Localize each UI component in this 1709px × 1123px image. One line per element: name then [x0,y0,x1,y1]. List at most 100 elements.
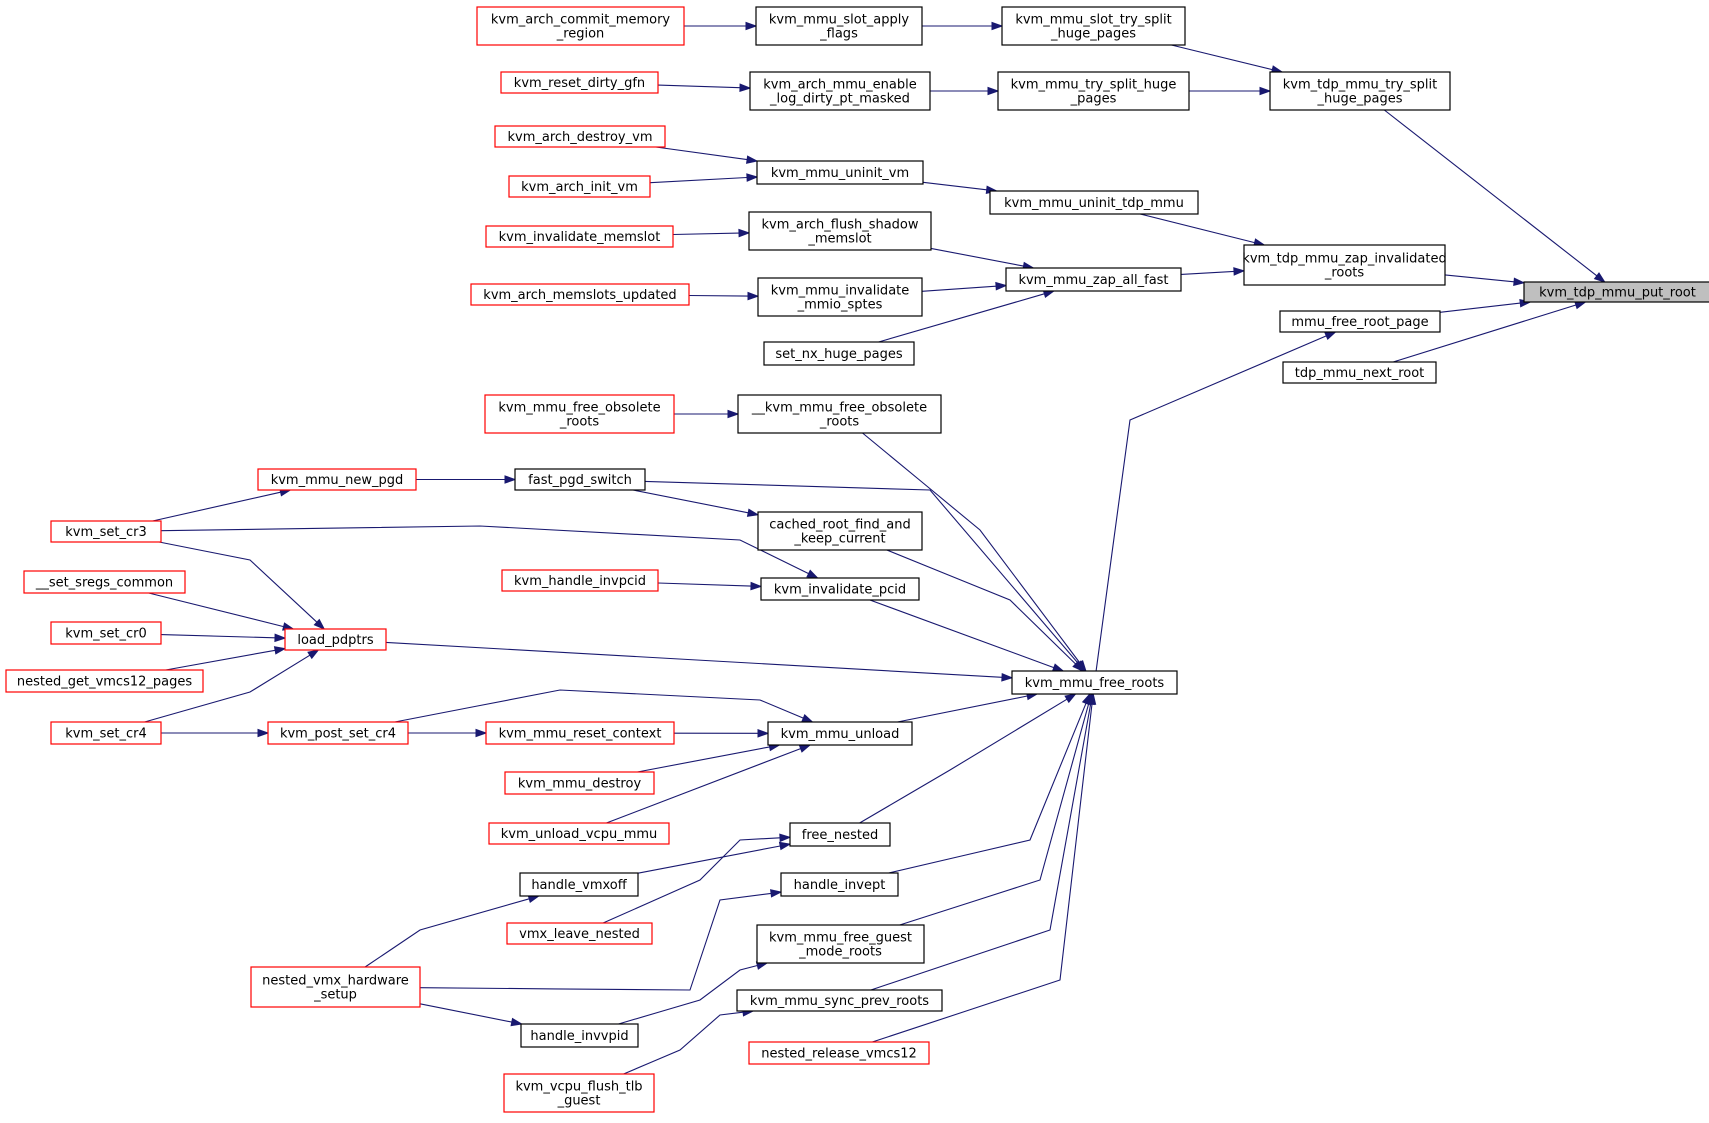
node-vmx-leave-nested[interactable]: vmx_leave_nested [506,922,653,945]
node-box[interactable] [1011,670,1178,695]
node-box[interactable] [1005,267,1182,292]
node-kvm-arch-mmu-enable-log-dirty-pt-masked[interactable]: kvm_arch_mmu_enable_log_dirty_pt_masked [749,71,931,111]
node-box[interactable] [757,277,923,317]
node-set-sregs-common[interactable]: __set_sregs_common [23,570,186,594]
node-handle-vmxoff[interactable]: handle_vmxoff [519,872,639,897]
node-box[interactable] [1523,281,1709,303]
node-box[interactable] [485,225,674,248]
node-nested-vmx-hardware-setup[interactable]: nested_vmx_hardware_setup [250,966,421,1008]
node-box[interactable] [1269,71,1451,111]
node-box[interactable] [23,570,186,594]
node-box[interactable] [250,966,421,1008]
node-box[interactable] [756,924,925,964]
node-tdp-mmu-next-root[interactable]: tdp_mmu_next_root [1282,361,1437,384]
node-box[interactable] [484,394,675,434]
node-kvm-handle-invpcid[interactable]: kvm_handle_invpcid [501,569,659,592]
node-kvm-mmu-free-obsolete-roots[interactable]: kvm_mmu_free_obsolete_roots [484,394,675,434]
node-kvm-mmu-slot-apply-flags[interactable]: kvm_mmu_slot_apply_flags [755,6,923,46]
node-box[interactable] [997,71,1190,111]
node-box[interactable] [737,394,942,434]
node-box[interactable] [989,190,1199,215]
node-kvm-mmu-new-pgd[interactable]: kvm_mmu_new_pgd [257,468,417,491]
node-kvm-mmu-try-split-huge-pages[interactable]: kvm_mmu_try_split_huge_pages [997,71,1190,111]
node-box[interactable] [267,721,409,745]
node-box[interactable] [789,822,891,847]
node-box[interactable] [520,1023,639,1048]
node-kvm-mmu-free-guest-mode-roots[interactable]: kvm_mmu_free_guest_mode_roots [756,924,925,964]
node-box[interactable] [756,160,924,185]
node-box[interactable] [1001,6,1186,46]
node-box[interactable] [494,125,666,148]
node-box[interactable] [1279,310,1441,333]
node-kvm-mmu-destroy[interactable]: kvm_mmu_destroy [504,771,655,795]
node-box[interactable] [519,872,639,897]
node-kvm-mmu-free-roots[interactable]: kvm_mmu_free_roots [1011,670,1178,695]
node-kvm-set-cr4[interactable]: kvm_set_cr4 [50,721,162,745]
node-kvm-arch-destroy-vm[interactable]: kvm_arch_destroy_vm [494,125,666,148]
node-kvm-vcpu-flush-tlb-guest[interactable]: kvm_vcpu_flush_tlb_guest [503,1073,655,1113]
node-kvm-mmu-reset-context[interactable]: kvm_mmu_reset_context [485,721,675,745]
node-box[interactable] [485,721,675,745]
node-nested-release-vmcs12[interactable]: nested_release_vmcs12 [748,1041,930,1065]
node-box[interactable] [476,6,685,46]
node-kvm-tdp-mmu-put-root[interactable]: kvm_tdp_mmu_put_root [1523,281,1709,303]
node-box[interactable] [470,283,690,306]
node-box[interactable] [503,1073,655,1113]
node-nested-get-vmcs12-pages[interactable]: nested_get_vmcs12_pages [5,669,204,693]
node-free-nested[interactable]: free_nested [789,822,891,847]
node-kvm-set-cr0[interactable]: kvm_set_cr0 [50,621,162,645]
node-kvm-arch-init-vm[interactable]: kvm_arch_init_vm [508,175,651,198]
node-box[interactable] [50,621,162,645]
node-kvm-post-set-cr4[interactable]: kvm_post_set_cr4 [267,721,409,745]
node-cached-root-find-and-keep-current[interactable]: cached_root_find_and_keep_current [757,511,923,551]
node-kvm-tdp-mmu-try-split-huge-pages[interactable]: kvm_tdp_mmu_try_split_huge_pages [1269,71,1451,111]
node-kvm-set-cr3[interactable]: kvm_set_cr3 [50,520,162,543]
node-kvm-mmu-free-obsolete-roots[interactable]: __kvm_mmu_free_obsolete_roots [737,394,942,434]
node-box[interactable] [1243,244,1446,286]
node-kvm-arch-memslots-updated[interactable]: kvm_arch_memslots_updated [470,283,690,306]
node-kvm-invalidate-pcid[interactable]: kvm_invalidate_pcid [760,577,920,601]
node-box[interactable] [500,71,659,94]
node-set-nx-huge-pages[interactable]: set_nx_huge_pages [763,341,915,366]
node-box[interactable] [1282,361,1437,384]
node-kvm-mmu-sync-prev-roots[interactable]: kvm_mmu_sync_prev_roots [736,989,943,1012]
node-box[interactable] [748,1041,930,1065]
node-kvm-reset-dirty-gfn[interactable]: kvm_reset_dirty_gfn [500,71,659,94]
node-kvm-mmu-zap-all-fast[interactable]: kvm_mmu_zap_all_fast [1005,267,1182,292]
node-box[interactable] [50,520,162,543]
node-box[interactable] [748,211,932,251]
node-box[interactable] [757,511,923,551]
node-box[interactable] [508,175,651,198]
node-kvm-mmu-unload[interactable]: kvm_mmu_unload [767,721,913,746]
node-box[interactable] [767,721,913,746]
node-kvm-invalidate-memslot[interactable]: kvm_invalidate_memslot [485,225,674,248]
node-kvm-mmu-uninit-vm[interactable]: kvm_mmu_uninit_vm [756,160,924,185]
node-kvm-arch-flush-shadow-memslot[interactable]: kvm_arch_flush_shadow_memslot [748,211,932,251]
node-box[interactable] [514,468,646,491]
node-kvm-mmu-invalidate-mmio-sptes[interactable]: kvm_mmu_invalidate_mmio_sptes [757,277,923,317]
node-box[interactable] [749,71,931,111]
node-kvm-tdp-mmu-zap-invalidated-roots[interactable]: kvm_tdp_mmu_zap_invalidated_roots [1242,244,1447,286]
node-handle-invvpid[interactable]: handle_invvpid [520,1023,639,1048]
node-box[interactable] [760,577,920,601]
node-box[interactable] [488,822,670,845]
node-kvm-mmu-uninit-tdp-mmu[interactable]: kvm_mmu_uninit_tdp_mmu [989,190,1199,215]
node-box[interactable] [5,669,204,693]
node-box[interactable] [284,628,387,651]
node-handle-invept[interactable]: handle_invept [780,872,899,897]
node-box[interactable] [257,468,417,491]
node-box[interactable] [504,771,655,795]
node-fast-pgd-switch[interactable]: fast_pgd_switch [514,468,646,491]
node-box[interactable] [763,341,915,366]
node-kvm-mmu-slot-try-split-huge-pages[interactable]: kvm_mmu_slot_try_split_huge_pages [1001,6,1186,46]
node-kvm-arch-commit-memory-region[interactable]: kvm_arch_commit_memory_region [476,6,685,46]
node-load-pdptrs[interactable]: load_pdptrs [284,628,387,651]
node-box[interactable] [501,569,659,592]
node-box[interactable] [736,989,943,1012]
node-box[interactable] [50,721,162,745]
node-mmu-free-root-page[interactable]: mmu_free_root_page [1279,310,1441,333]
node-box[interactable] [780,872,899,897]
node-kvm-unload-vcpu-mmu[interactable]: kvm_unload_vcpu_mmu [488,822,670,845]
node-box[interactable] [506,922,653,945]
node-box[interactable] [755,6,923,46]
